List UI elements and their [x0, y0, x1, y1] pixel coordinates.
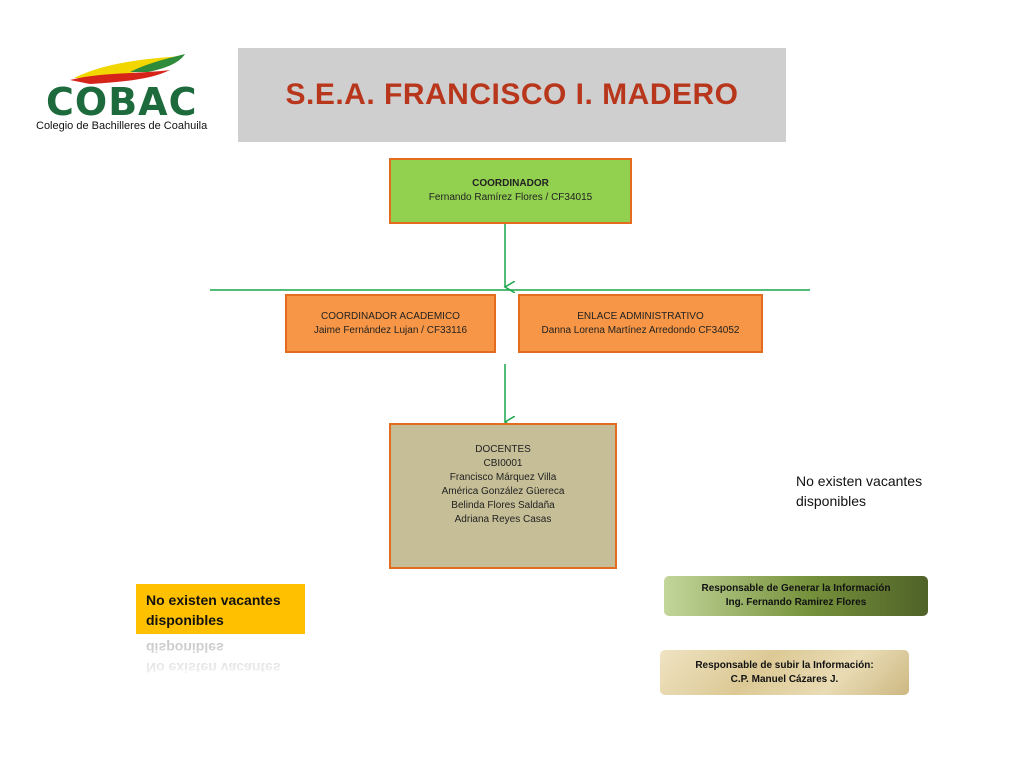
admin-liaison-box: ENLACE ADMINISTRATIVO Danna Lorena Martí… — [518, 294, 763, 353]
academic-role: COORDINADOR ACADEMICO — [321, 310, 460, 322]
coordinator-role: COORDINADOR — [472, 178, 549, 189]
logo-swoosh-icon — [70, 54, 185, 84]
logo-subtitle: Colegio de Bachilleres de Coahuila — [36, 120, 208, 132]
vacancy-note-yellow: No existen vacantes disponibles — [136, 584, 305, 634]
responsible-upload-label: Responsable de subir la Información: — [695, 659, 874, 671]
vacancy-note-right: No existen vacantes disponibles — [796, 471, 956, 511]
coordinator-box: COORDINADOR Fernando Ramírez Flores / CF… — [389, 158, 632, 224]
academic-person: Jaime Fernández Lujan / CF33116 — [313, 324, 468, 336]
responsible-generate-box: Responsable de Generar la Información In… — [664, 576, 928, 616]
teacher-member: Francisco Márquez Villa — [449, 472, 557, 483]
responsible-upload-box: Responsable de subir la Información: C.P… — [660, 650, 909, 695]
responsible-generate-label: Responsable de Generar la Información — [701, 583, 891, 594]
coordinator-person: Fernando Ramírez Flores / CF34015 — [428, 192, 593, 203]
vacancy-note-yellow-line1: No existen vacantes — [146, 592, 281, 608]
teacher-member: Adriana Reyes Casas — [454, 514, 552, 525]
page-title: S.E.A. FRANCISCO I. MADERO — [285, 78, 739, 111]
responsible-upload-name: C.P. Manuel Cázares J. — [730, 673, 839, 685]
vacancy-note-reflection: No existen vacantes disponibles — [136, 634, 305, 684]
teacher-member: América González Güereca — [441, 486, 565, 497]
vacancy-note-reflection-line2: disponibles — [146, 640, 224, 656]
vacancy-note-right-line2: disponibles — [796, 493, 867, 509]
responsible-generate-name: Ing. Fernando Ramirez Flores — [725, 597, 867, 608]
title-banner: S.E.A. FRANCISCO I. MADERO — [238, 48, 786, 142]
cobac-logo: COBAC Colegio de Bachilleres de Coahuila — [30, 50, 235, 140]
teachers-box: DOCENTES CBI0001 Francisco Márquez Villa… — [389, 423, 617, 569]
academic-coordinator-box: COORDINADOR ACADEMICO Jaime Fernández Lu… — [285, 294, 496, 353]
admin-role: ENLACE ADMINISTRATIVO — [577, 310, 704, 322]
vacancy-note-yellow-line2: disponibles — [146, 612, 224, 628]
vacancy-note-reflection-line1: No existen vacantes — [146, 660, 281, 676]
teachers-role: DOCENTES — [475, 444, 531, 455]
vacancy-note-right-line1: No existen vacantes — [796, 473, 923, 489]
teacher-member: Belinda Flores Saldaña — [451, 500, 555, 511]
admin-person: Danna Lorena Martínez Arredondo CF34052 — [541, 324, 740, 336]
logo-wordmark: COBAC — [46, 80, 198, 124]
teachers-code: CBI0001 — [483, 458, 523, 469]
